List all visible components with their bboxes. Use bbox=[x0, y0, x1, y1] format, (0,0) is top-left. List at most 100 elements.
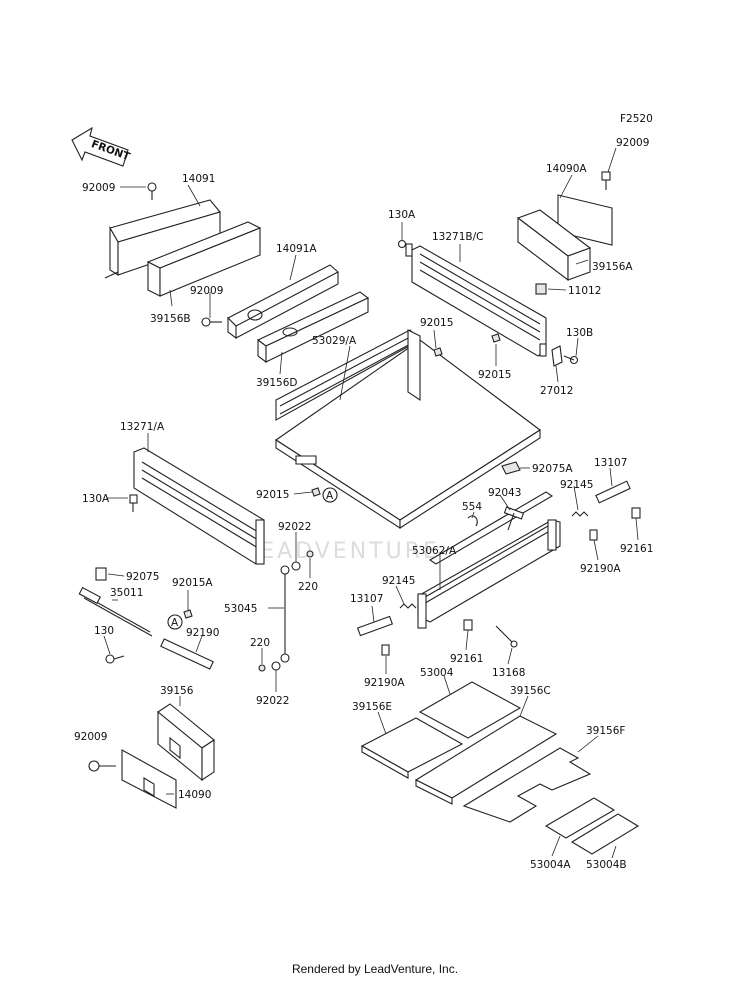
label-92161-a: 92161 bbox=[620, 543, 653, 555]
front-arrow-icon: FRONT bbox=[71, 126, 132, 167]
cushion-39156 bbox=[157, 703, 215, 782]
label-92075: 92075 bbox=[126, 571, 159, 583]
label-13168: 13168 bbox=[492, 667, 525, 679]
label-92043: 92043 bbox=[488, 487, 521, 499]
cushion-39156B bbox=[146, 221, 262, 297]
pin-92190A-l bbox=[381, 644, 390, 656]
label-220-b: 220 bbox=[250, 637, 270, 649]
label-92015-c: 92015 bbox=[256, 489, 289, 501]
label-39156A: 39156A bbox=[592, 261, 633, 273]
label-130A-left: 130A bbox=[82, 493, 110, 505]
bolt-220-a bbox=[306, 550, 314, 558]
label-53004A: 53004A bbox=[530, 859, 571, 871]
label-92009-c: 92009 bbox=[616, 137, 649, 149]
label-53004B: 53004B bbox=[586, 859, 627, 871]
label-92075A: 92075A bbox=[532, 463, 573, 475]
label-53029: 53029/A bbox=[312, 335, 357, 347]
cushion-39156A bbox=[516, 209, 592, 282]
nut-92015-b bbox=[491, 333, 501, 343]
label-14090A: 14090A bbox=[546, 163, 587, 175]
label-92145-b: 92145 bbox=[382, 575, 415, 587]
bolt-92009-d bbox=[88, 760, 116, 772]
shaft-13107-a bbox=[595, 480, 631, 504]
gate-13271A bbox=[133, 447, 265, 565]
cushion-39156D bbox=[256, 291, 370, 364]
label-39156F: 39156F bbox=[586, 725, 625, 737]
spring-92145-b bbox=[399, 603, 417, 609]
bolt-92009-c bbox=[601, 171, 611, 190]
gate-13271BC bbox=[405, 243, 547, 357]
bolt-130A-top bbox=[397, 239, 407, 249]
callout-A-1-text: A bbox=[326, 490, 334, 502]
pin-92161-a bbox=[631, 507, 641, 519]
callout-A-2-text: A bbox=[171, 617, 179, 629]
side-panel-14091 bbox=[104, 199, 221, 279]
leader-lines bbox=[103, 147, 639, 859]
label-39156C: 39156C bbox=[510, 685, 551, 697]
panel-14091A bbox=[227, 264, 339, 340]
pin-92190A-r bbox=[589, 529, 598, 541]
watermark-text: LEADVENTURE bbox=[245, 539, 440, 564]
label-92009-d: 92009 bbox=[74, 731, 107, 743]
sheet-53004B bbox=[570, 813, 640, 855]
label-92022-a: 92022 bbox=[278, 521, 311, 533]
label-39156B: 39156B bbox=[150, 313, 191, 325]
label-92161-b: 92161 bbox=[450, 653, 483, 665]
bolt-92009-a bbox=[147, 182, 157, 200]
label-92145-a: 92145 bbox=[560, 479, 593, 491]
bolt-130 bbox=[105, 654, 125, 664]
label-130A-top: 130A bbox=[388, 209, 416, 221]
deck-53029 bbox=[275, 329, 541, 530]
sheet-53004A bbox=[544, 797, 616, 839]
label-53062: 53062/A bbox=[412, 545, 457, 557]
label-92190A-l: 92190A bbox=[364, 677, 405, 689]
label-92015-a: 92015 bbox=[420, 317, 453, 329]
pin-92043 bbox=[503, 506, 525, 531]
label-92022-b: 92022 bbox=[256, 695, 289, 707]
label-27012: 27012 bbox=[540, 385, 573, 397]
collar-92075 bbox=[95, 567, 107, 581]
block-92075A bbox=[501, 461, 521, 475]
label-130: 130 bbox=[94, 625, 114, 637]
rod-92190 bbox=[160, 638, 214, 670]
label-13107-b: 13107 bbox=[350, 593, 383, 605]
mat-39156C bbox=[414, 715, 558, 805]
label-554: 554 bbox=[462, 501, 482, 513]
footer-credit: Rendered by LeadVenture, Inc. bbox=[291, 962, 459, 976]
label-13107-a: 13107 bbox=[594, 457, 627, 469]
washer-92022-a bbox=[291, 561, 301, 571]
label-53045: 53045 bbox=[224, 603, 257, 615]
pin-92161-b bbox=[463, 619, 473, 631]
label-92190A-r: 92190A bbox=[580, 563, 621, 575]
label-39156E: 39156E bbox=[352, 701, 392, 713]
label-14091A: 14091A bbox=[276, 243, 317, 255]
label-11012: 11012 bbox=[568, 285, 601, 297]
label-92190: 92190 bbox=[186, 627, 219, 639]
washer-92022-b bbox=[271, 661, 281, 671]
figure-code: F2520 bbox=[620, 113, 653, 125]
label-53004: 53004 bbox=[420, 667, 454, 679]
nut-92015-a bbox=[433, 347, 443, 357]
label-39156: 39156 bbox=[160, 685, 194, 697]
callout-A-2: A bbox=[167, 614, 183, 630]
panel-14090 bbox=[121, 749, 177, 809]
label-130B: 130B bbox=[566, 327, 593, 339]
mat-39156F bbox=[462, 747, 592, 823]
bolt-130B bbox=[563, 355, 579, 365]
tailgate-53062 bbox=[417, 491, 561, 629]
cable-53045 bbox=[280, 565, 290, 663]
bolt-130A-left bbox=[129, 494, 138, 512]
label-39156D: 39156D bbox=[256, 377, 298, 389]
label-92009-a: 92009 bbox=[82, 182, 115, 194]
label-13271BC: 13271B/C bbox=[432, 231, 483, 243]
stopper-11012 bbox=[535, 283, 547, 295]
bolt-92009-b bbox=[201, 317, 222, 327]
rod-35011 bbox=[78, 586, 153, 637]
side-panel-14090A bbox=[557, 194, 613, 246]
nut-92015A bbox=[183, 609, 193, 619]
callout-A-1: A bbox=[322, 487, 338, 503]
label-92015-b: 92015 bbox=[478, 369, 511, 381]
label-13271A: 13271/A bbox=[120, 421, 165, 433]
shaft-13107-b bbox=[356, 615, 394, 637]
label-14090: 14090 bbox=[178, 789, 211, 801]
